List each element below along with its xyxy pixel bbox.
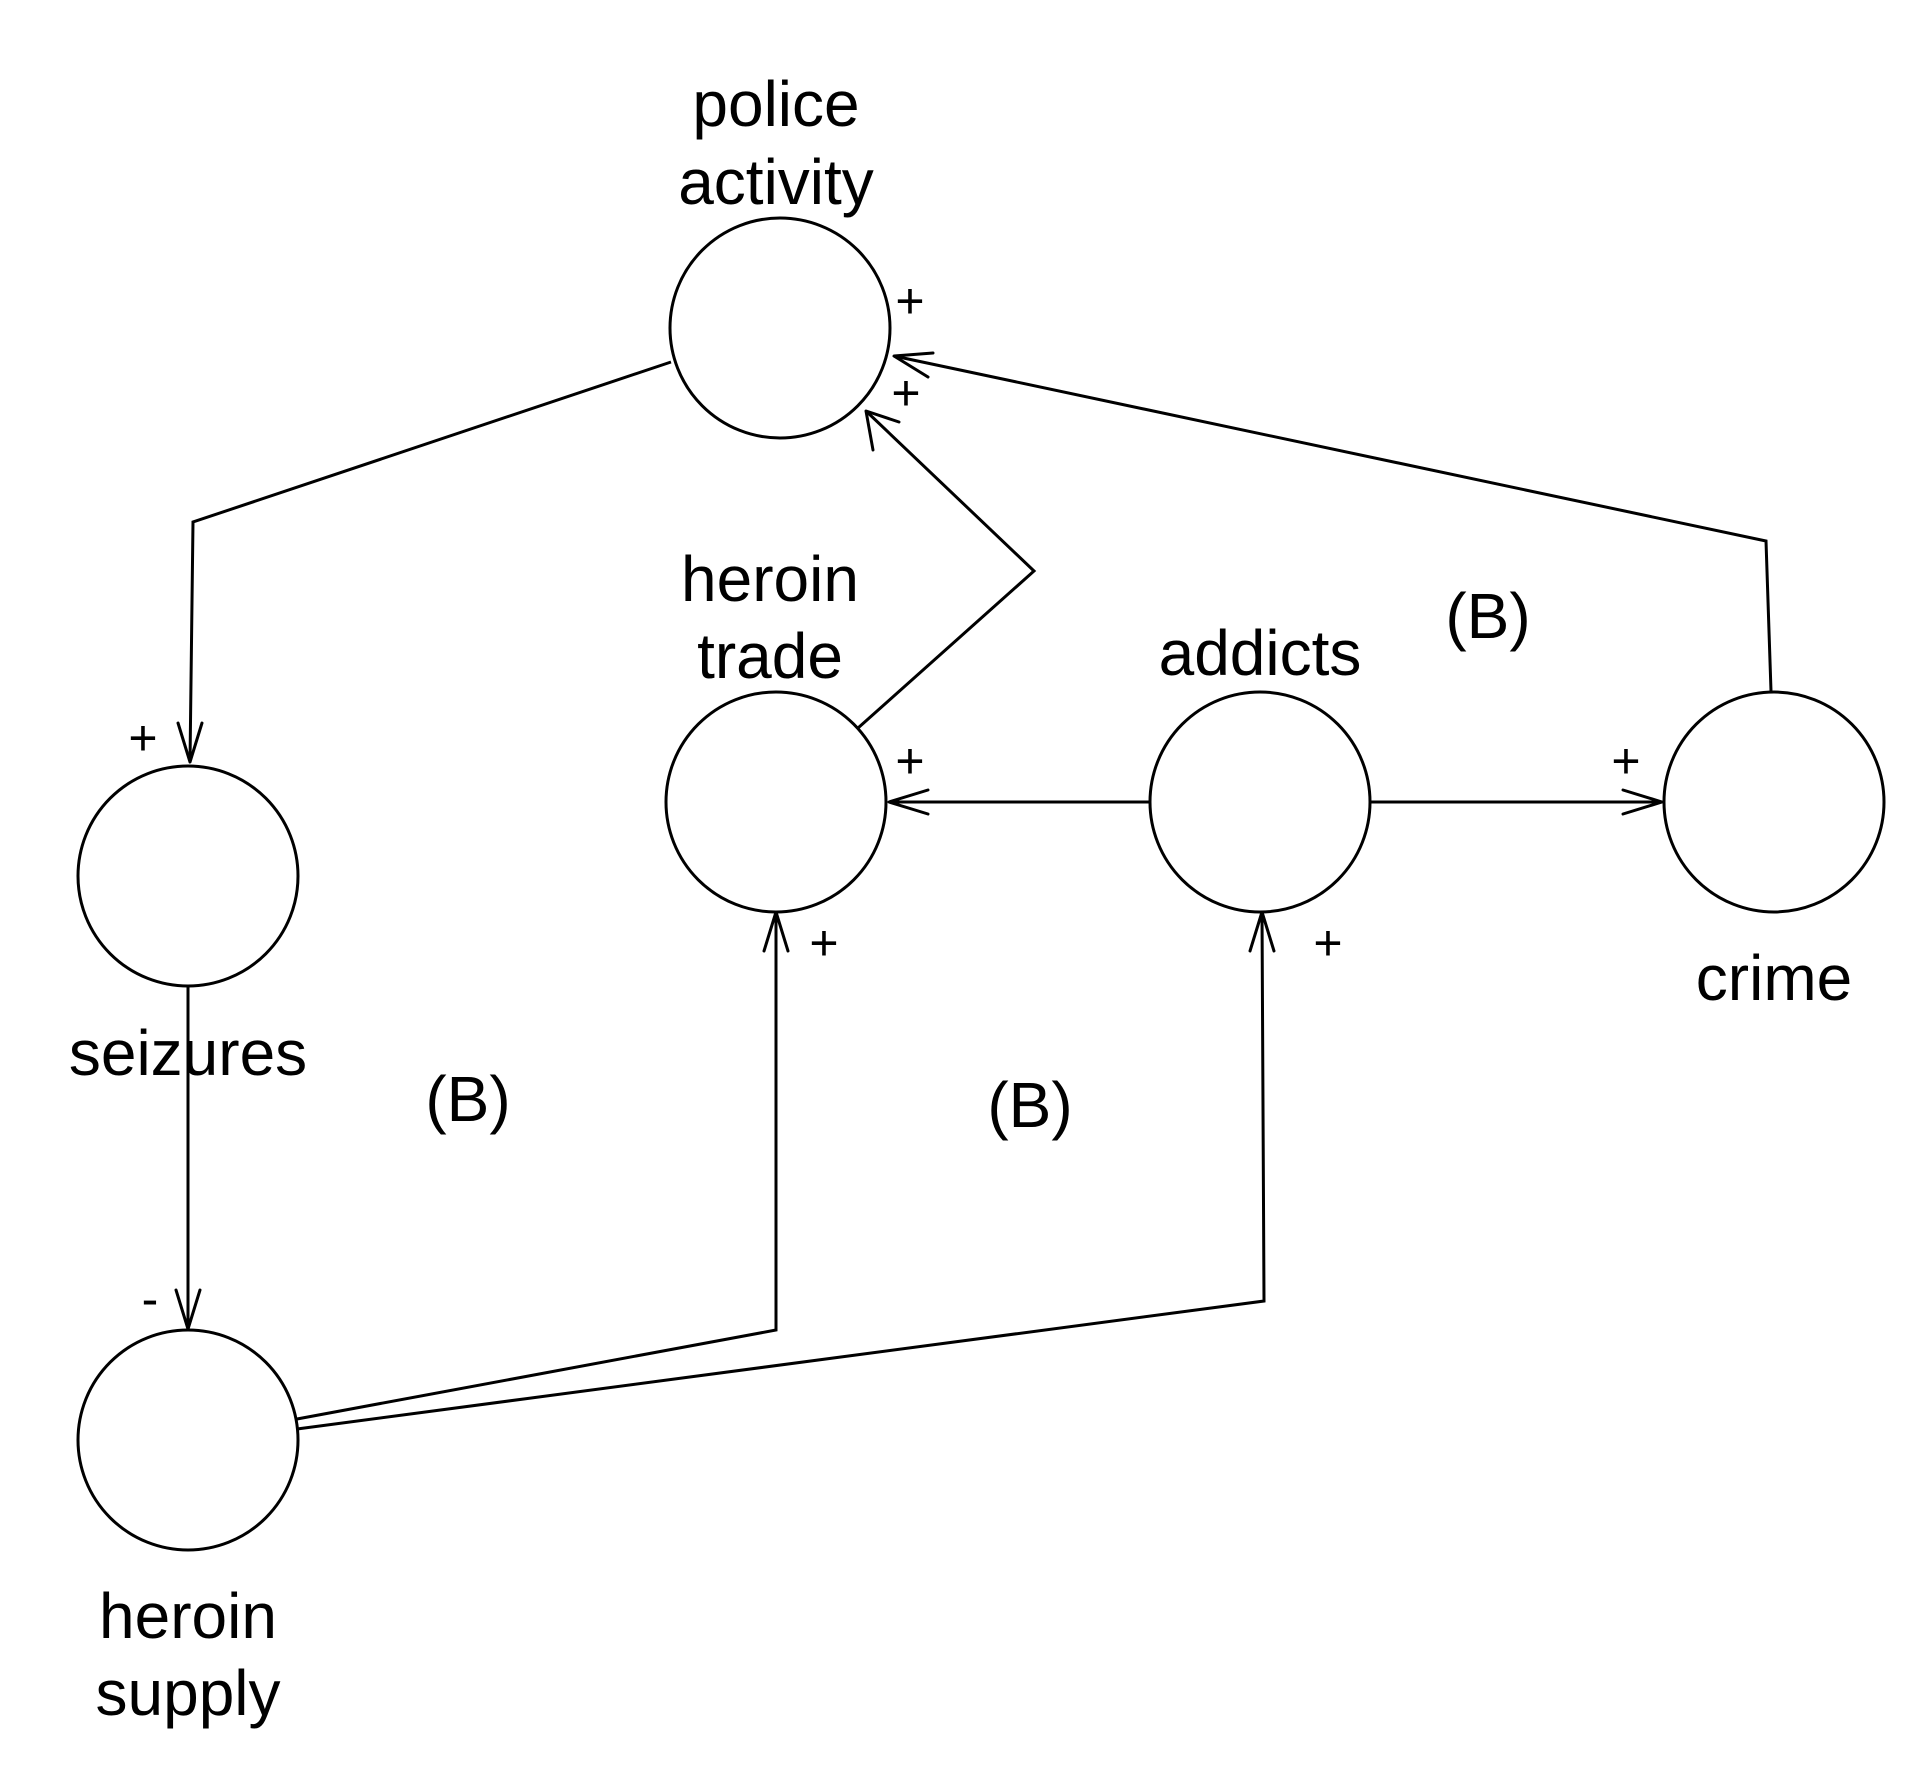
sign-seizures-to-supply: - bbox=[142, 1271, 159, 1327]
node-police-activity bbox=[668, 216, 892, 440]
link-crime-to-police bbox=[893, 354, 1773, 692]
arrowhead-police-right bbox=[892, 351, 935, 379]
label-heroin-trade-line1: heroin bbox=[681, 543, 859, 615]
node-seizures bbox=[76, 764, 300, 988]
label-police-activity-line2: activity bbox=[678, 146, 874, 218]
label-heroin-supply-line1: heroin bbox=[99, 1580, 277, 1652]
label-police-activity-line1: police bbox=[692, 68, 859, 140]
link-supply-to-addicts bbox=[296, 911, 1266, 1431]
label-seizures: seizures bbox=[69, 1017, 307, 1089]
label-heroin-trade-line2: trade bbox=[697, 620, 843, 692]
link-trade-to-police bbox=[857, 409, 1037, 730]
arrowhead-seizures-top bbox=[176, 721, 204, 764]
sign-police-to-seizures: + bbox=[128, 710, 157, 766]
link-supply-to-trade bbox=[296, 912, 778, 1421]
loop-label-right: (B) bbox=[1445, 580, 1530, 652]
sign-addicts-to-crime: + bbox=[1611, 733, 1640, 789]
loop-label-middle: (B) bbox=[987, 1069, 1072, 1141]
label-addicts: addicts bbox=[1159, 617, 1362, 689]
node-crime bbox=[1662, 690, 1886, 914]
arrowhead-trade-right bbox=[887, 788, 930, 816]
sign-crime-to-police: + bbox=[895, 273, 924, 329]
node-addicts bbox=[1148, 690, 1372, 914]
arrowhead-police-lower-right bbox=[864, 409, 901, 452]
arrowhead-crime-left bbox=[1621, 788, 1664, 816]
loop-label-left: (B) bbox=[425, 1063, 510, 1135]
node-heroin-supply bbox=[76, 1328, 300, 1552]
label-crime: crime bbox=[1696, 942, 1852, 1014]
sign-supply-to-trade: + bbox=[809, 915, 838, 971]
link-police-to-seizures bbox=[188, 360, 672, 763]
node-heroin-trade bbox=[664, 690, 888, 914]
label-heroin-supply-line2: supply bbox=[96, 1657, 281, 1729]
sign-trade-to-police: + bbox=[891, 365, 920, 421]
sign-addicts-to-trade: + bbox=[895, 733, 924, 789]
sign-supply-to-addicts: + bbox=[1313, 915, 1342, 971]
